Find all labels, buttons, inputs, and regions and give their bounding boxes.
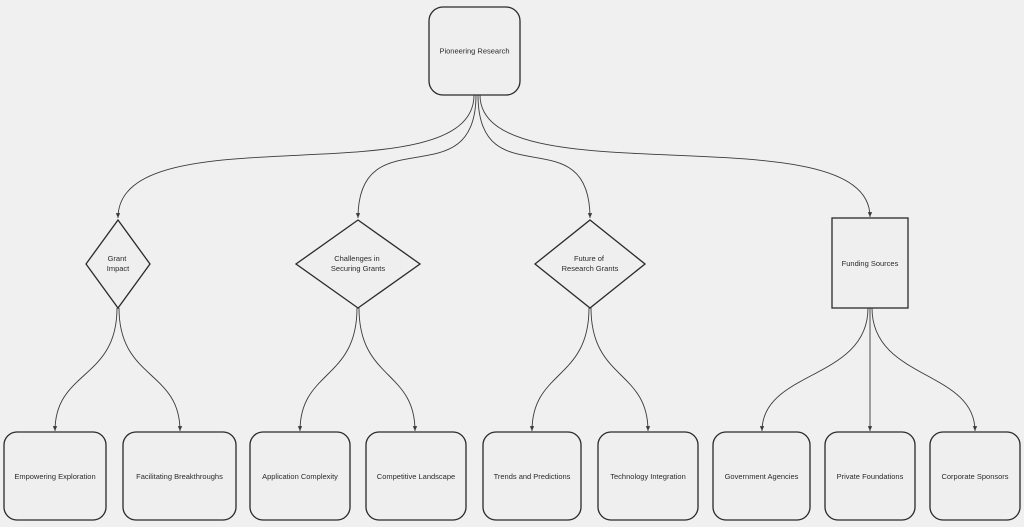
edge-future-technology xyxy=(590,307,651,432)
leaf-label: Application Complexity xyxy=(262,472,338,481)
node-future-label: Future of Research Grants xyxy=(562,254,619,273)
node-root[interactable]: Pioneering Research xyxy=(428,6,521,96)
node-private-foundations[interactable]: Private Foundations xyxy=(824,431,916,521)
node-government-agencies[interactable]: Government Agencies xyxy=(712,431,811,521)
edge-root-grant-impact xyxy=(115,94,475,219)
edge-future-trends xyxy=(529,307,590,432)
leaf-label: Government Agencies xyxy=(725,472,799,481)
node-empowering-exploration[interactable]: Empowering Exploration xyxy=(3,431,107,521)
leaf-label: Technology Integration xyxy=(610,472,685,481)
node-grant-impact-label: Grant Impact xyxy=(107,254,130,273)
node-corporate-sponsors[interactable]: Corporate Sponsors xyxy=(929,431,1021,521)
edge-root-future xyxy=(477,94,593,219)
edge-root-funding xyxy=(479,94,873,218)
node-application-complexity[interactable]: Application Complexity xyxy=(249,431,351,521)
node-grant-impact[interactable]: Grant Impact xyxy=(85,218,151,310)
edge-grant-empowering xyxy=(52,307,118,432)
node-future[interactable]: Future of Research Grants xyxy=(533,219,647,309)
leaf-label: Corporate Sponsors xyxy=(941,472,1008,481)
leaf-label: Empowering Exploration xyxy=(14,472,95,481)
edge-challenges-competitive xyxy=(358,307,418,432)
root-edges xyxy=(115,94,873,219)
node-competitive-landscape[interactable]: Competitive Landscape xyxy=(365,431,467,521)
node-challenges[interactable]: Challenges in Securing Grants xyxy=(294,219,422,309)
leaf-edges xyxy=(52,307,978,432)
edge-root-challenges xyxy=(355,94,477,219)
edge-funding-government xyxy=(759,307,869,432)
node-challenges-label: Challenges in Securing Grants xyxy=(331,254,385,273)
leaf-label: Trends and Predictions xyxy=(494,472,571,481)
node-root-label: Pioneering Research xyxy=(439,47,509,56)
node-technology-integration[interactable]: Technology Integration xyxy=(597,431,699,521)
edge-funding-corporate xyxy=(871,307,978,432)
node-funding-label: Funding Sources xyxy=(842,259,899,268)
leaf-label: Competitive Landscape xyxy=(377,472,455,481)
node-funding[interactable]: Funding Sources xyxy=(831,217,909,309)
edge-challenges-application xyxy=(297,307,358,432)
node-facilitating-breakthroughs[interactable]: Facilitating Breakthroughs xyxy=(122,431,237,521)
leaf-label: Facilitating Breakthroughs xyxy=(136,472,223,481)
edge-grant-facilitating xyxy=(118,307,183,432)
node-trends-predictions[interactable]: Trends and Predictions xyxy=(482,431,582,521)
leaf-label: Private Foundations xyxy=(837,472,904,481)
